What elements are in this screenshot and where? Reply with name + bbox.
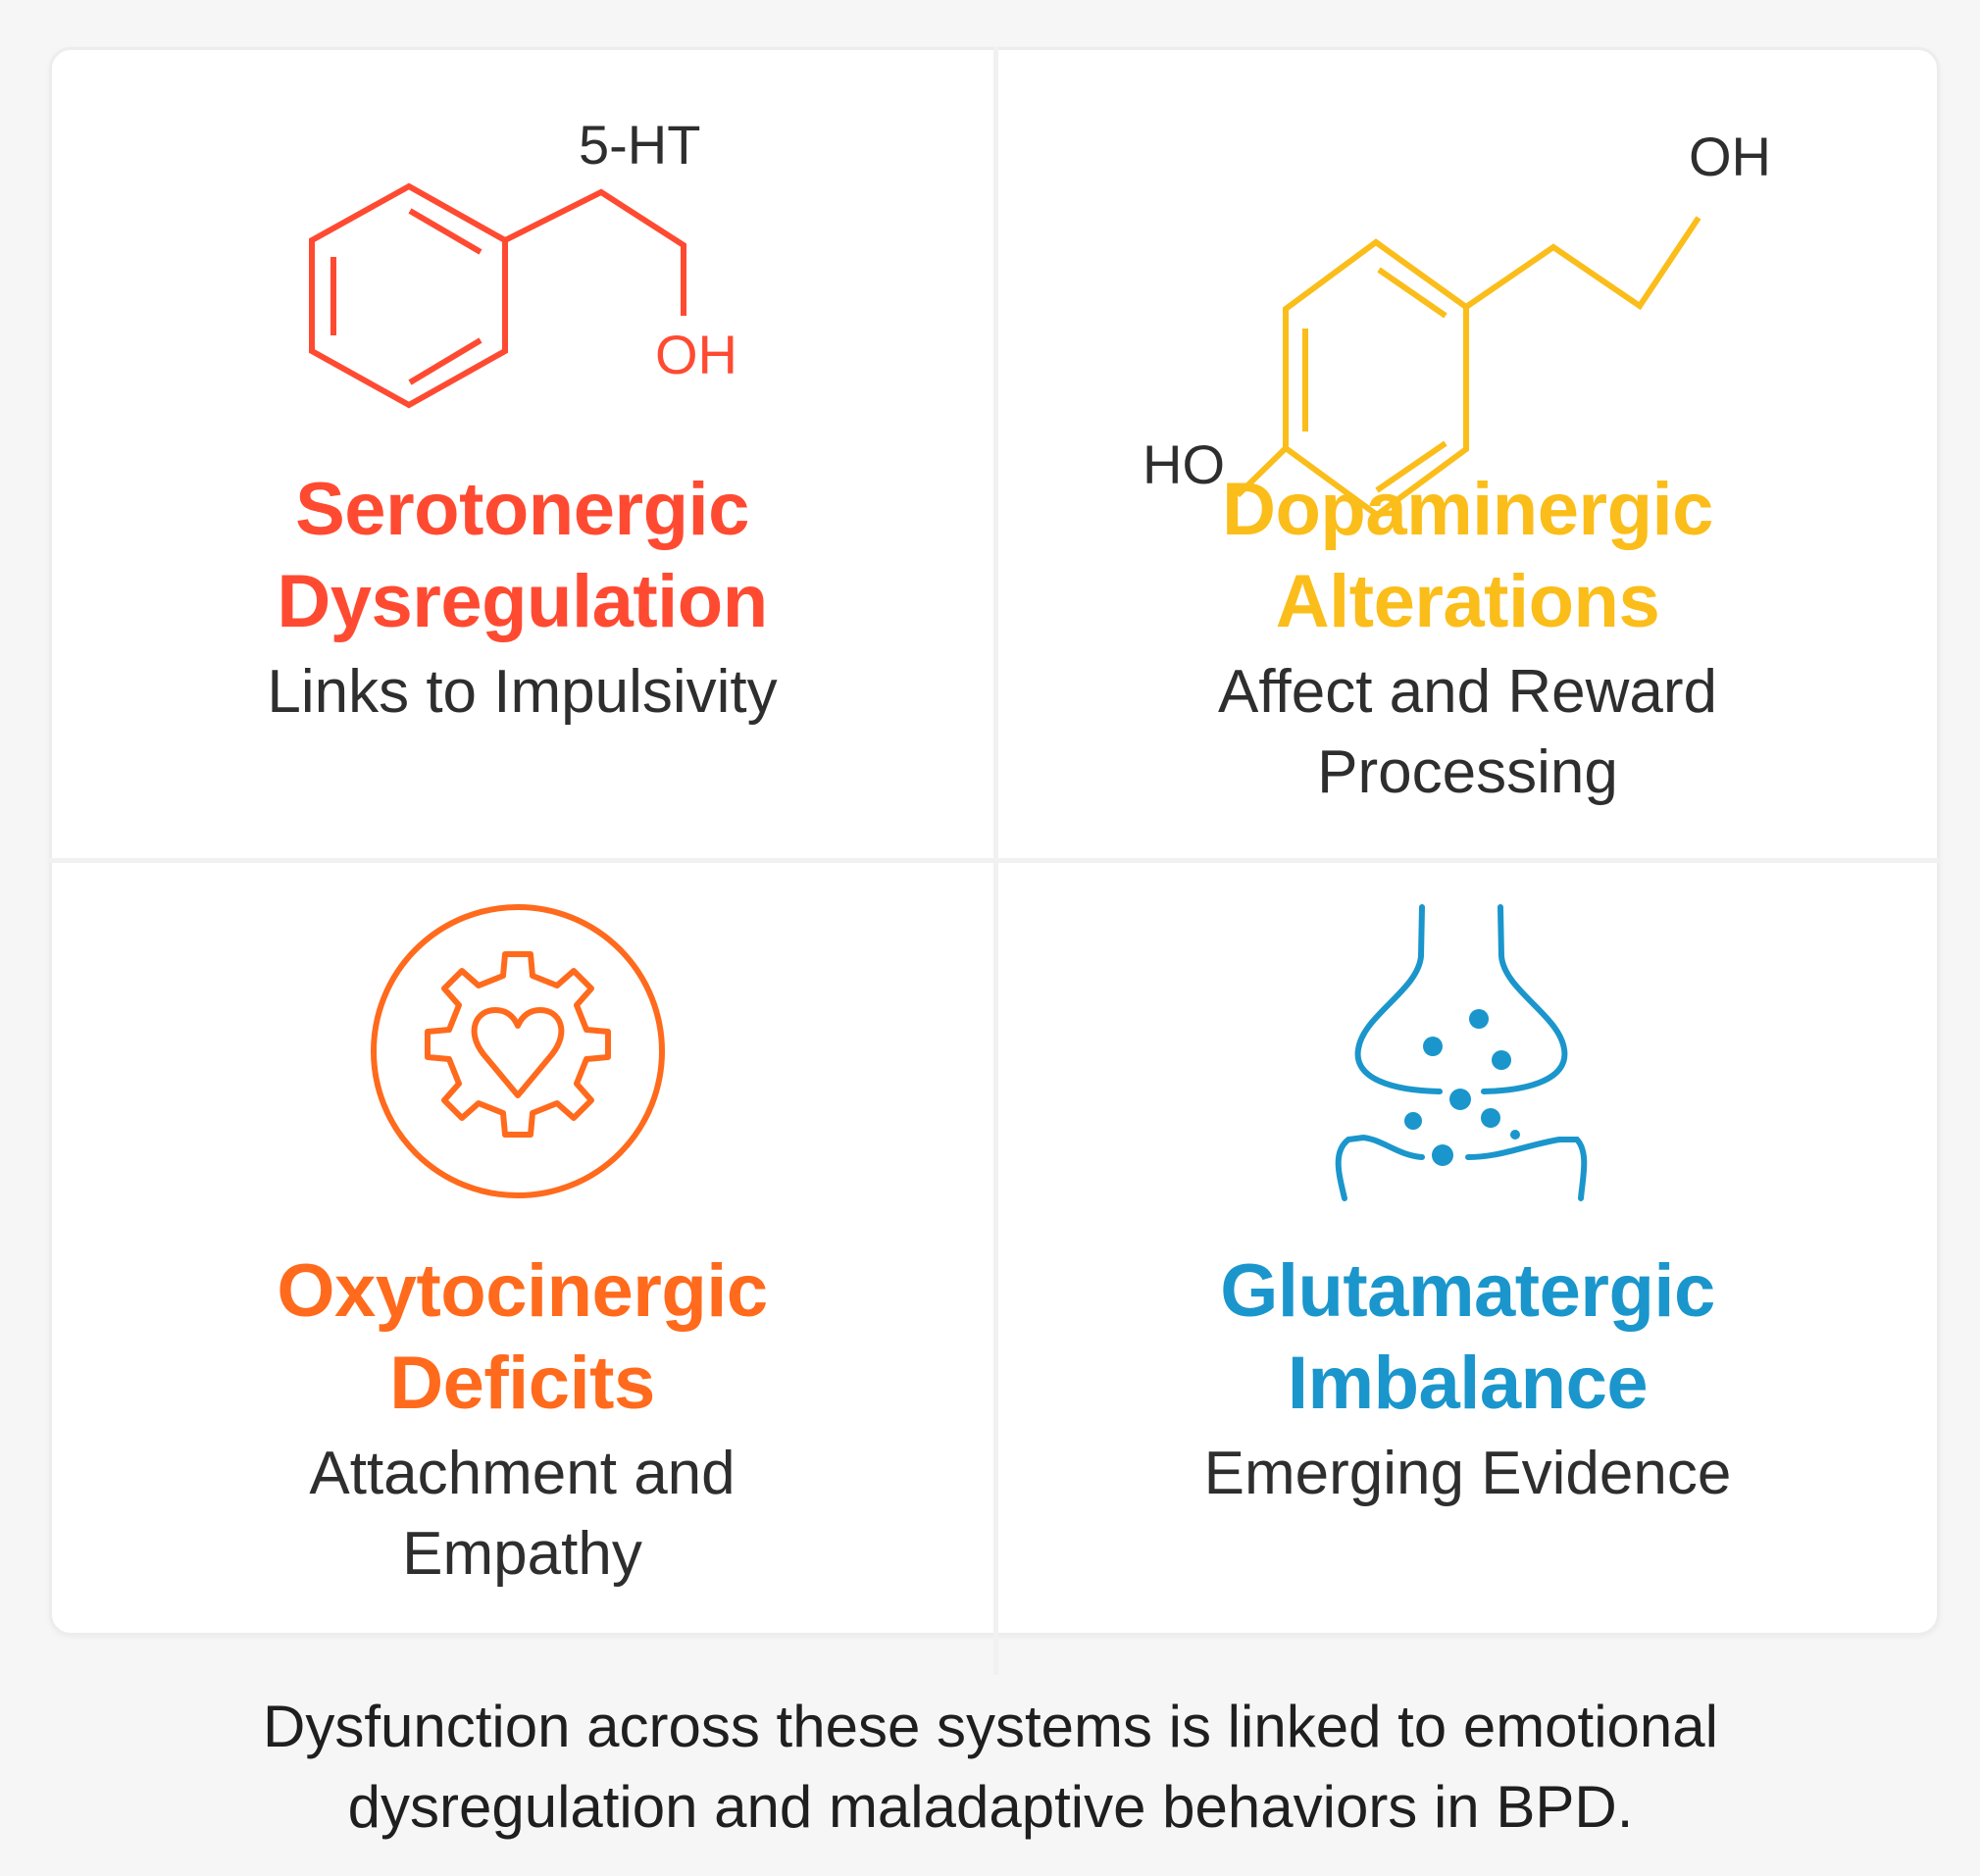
quadrant-subtitle-line1: Links to Impulsivity <box>267 658 778 726</box>
quadrant-subtitle-line2: Processing <box>1317 738 1618 806</box>
molecule-label-ho: HO <box>1142 433 1225 495</box>
molecule-label-5ht: 5-HT <box>579 114 701 176</box>
quadrant-title-line1: Dopaminergic <box>1222 468 1713 551</box>
oxytocinergic-text: Oxytocinergic Deficits Attachment and Em… <box>49 1245 995 1595</box>
caption-line2: dysregulation and maladaptive behaviors … <box>347 1774 1634 1840</box>
quadrant-subtitle-line2: Empathy <box>402 1520 642 1588</box>
gear-heart-icon <box>371 904 665 1198</box>
quadrant-title-line2: Alterations <box>1275 560 1660 643</box>
quadrant-oxytocinergic: Oxytocinergic Deficits Attachment and Em… <box>49 860 995 1636</box>
quadrant-title-line2: Imbalance <box>1287 1342 1649 1425</box>
caption-line1: Dysfunction across these systems is link… <box>263 1694 1718 1759</box>
quadrant-title-line2: Deficits <box>389 1342 655 1425</box>
quadrant-title-line1: Oxytocinergic <box>277 1249 768 1333</box>
dopamine-molecule-icon <box>1235 216 1701 519</box>
quadrant-title-line2: Dysregulation <box>277 560 768 643</box>
quadrant-subtitle-line1: Emerging Evidence <box>1203 1440 1732 1507</box>
molecule-label-oh: OH <box>655 324 737 385</box>
glutamatergic-text: Glutamatergic Imbalance Emerging Evidenc… <box>995 1245 1940 1514</box>
quadrant-subtitle-line1: Affect and Reward <box>1218 658 1717 726</box>
quadrant-title-line1: Glutamatergic <box>1220 1249 1715 1333</box>
serotonergic-text: Serotonergic Dysregulation Links to Impu… <box>49 464 995 733</box>
horizontal-divider <box>49 858 1940 863</box>
molecule-label-oh: OH <box>1689 126 1771 187</box>
quadrant-title-line1: Serotonergic <box>295 468 749 551</box>
quadrant-glutamatergic: Glutamatergic Imbalance Emerging Evidenc… <box>995 860 1940 1636</box>
summary-caption: Dysfunction across these systems is link… <box>98 1687 1883 1848</box>
quadrant-subtitle-line1: Attachment and <box>309 1440 736 1507</box>
serotonin-molecule-icon <box>309 182 686 409</box>
quadrant-dopaminergic: OH HO Dopaminergic Alterations Affect an… <box>995 47 1940 860</box>
dopaminergic-text: Dopaminergic Alterations Affect and Rewa… <box>995 464 1940 813</box>
quadrant-serotonergic: 5-HT OH Serotonergic Dysregulation Links… <box>49 47 995 860</box>
synapse-icon <box>1335 904 1588 1201</box>
